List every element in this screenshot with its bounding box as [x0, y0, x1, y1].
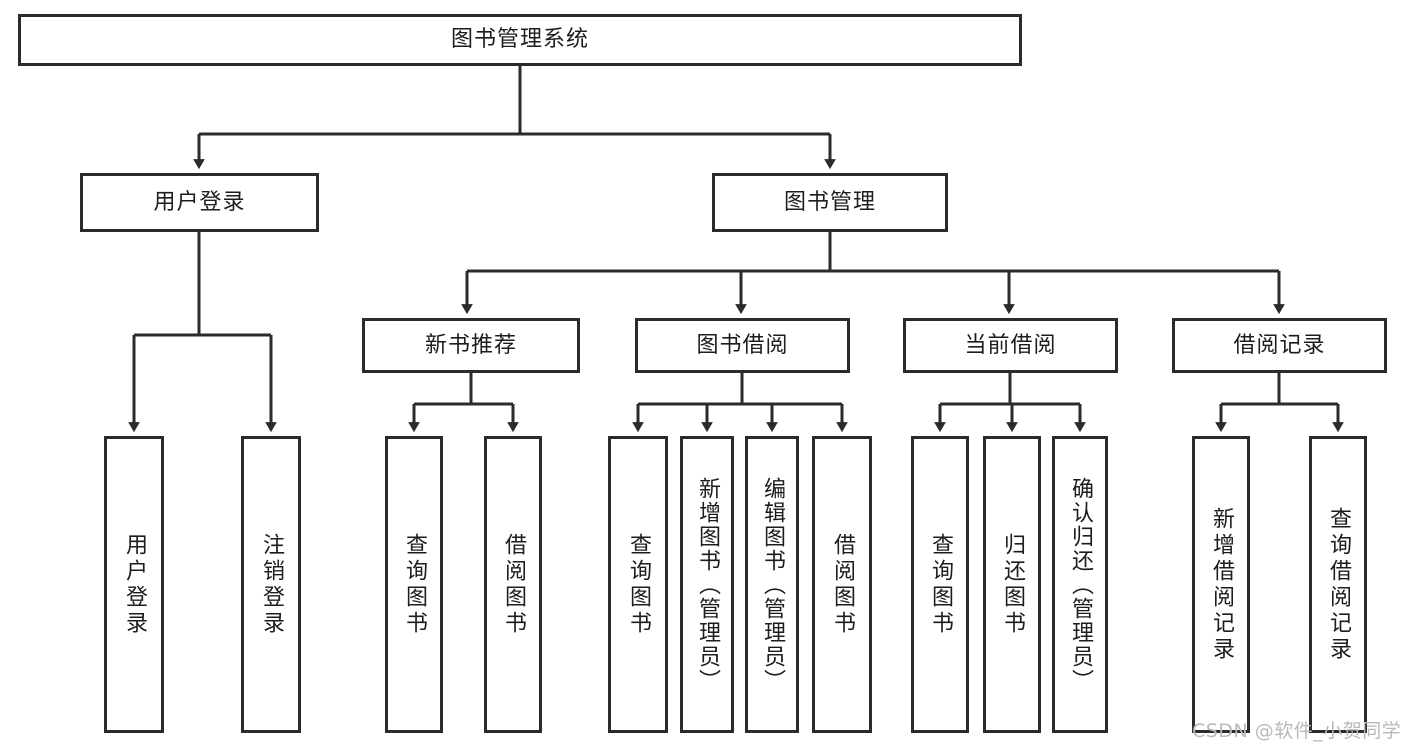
node-leaf-query-book-recommend[interactable]: 查询图书	[385, 436, 443, 733]
node-level2-book-borrow[interactable]: 图书借阅	[635, 318, 850, 373]
csdn-watermark: CSDN @软件_小贺同学	[1192, 720, 1402, 742]
node-leaf-add-borrow-record[interactable]: 新增借阅记录	[1192, 436, 1250, 733]
node-leaf-query-book-current[interactable]: 查询图书	[911, 436, 969, 733]
node-leaf-edit-book-admin[interactable]: 编辑图书（管理员）	[745, 436, 799, 733]
node-level1-book-management[interactable]: 图书管理	[712, 173, 948, 232]
node-leaf-user-login[interactable]: 用户登录	[104, 436, 164, 733]
node-level1-user-login[interactable]: 用户登录	[80, 173, 319, 232]
node-leaf-borrow-book[interactable]: 借阅图书	[812, 436, 872, 733]
node-leaf-add-book-admin[interactable]: 新增图书（管理员）	[680, 436, 734, 733]
node-level2-current-borrow[interactable]: 当前借阅	[903, 318, 1118, 373]
node-leaf-query-book-borrow[interactable]: 查询图书	[608, 436, 668, 733]
node-leaf-borrow-book-recommend[interactable]: 借阅图书	[484, 436, 542, 733]
node-leaf-return-book[interactable]: 归还图书	[983, 436, 1041, 733]
node-level2-new-book-recommend[interactable]: 新书推荐	[362, 318, 580, 373]
node-root[interactable]: 图书管理系统	[18, 14, 1022, 66]
node-leaf-logout[interactable]: 注销登录	[241, 436, 301, 733]
node-leaf-query-borrow-record[interactable]: 查询借阅记录	[1309, 436, 1367, 733]
node-leaf-confirm-return-admin[interactable]: 确认归还（管理员）	[1052, 436, 1108, 733]
node-level2-borrow-record[interactable]: 借阅记录	[1172, 318, 1387, 373]
